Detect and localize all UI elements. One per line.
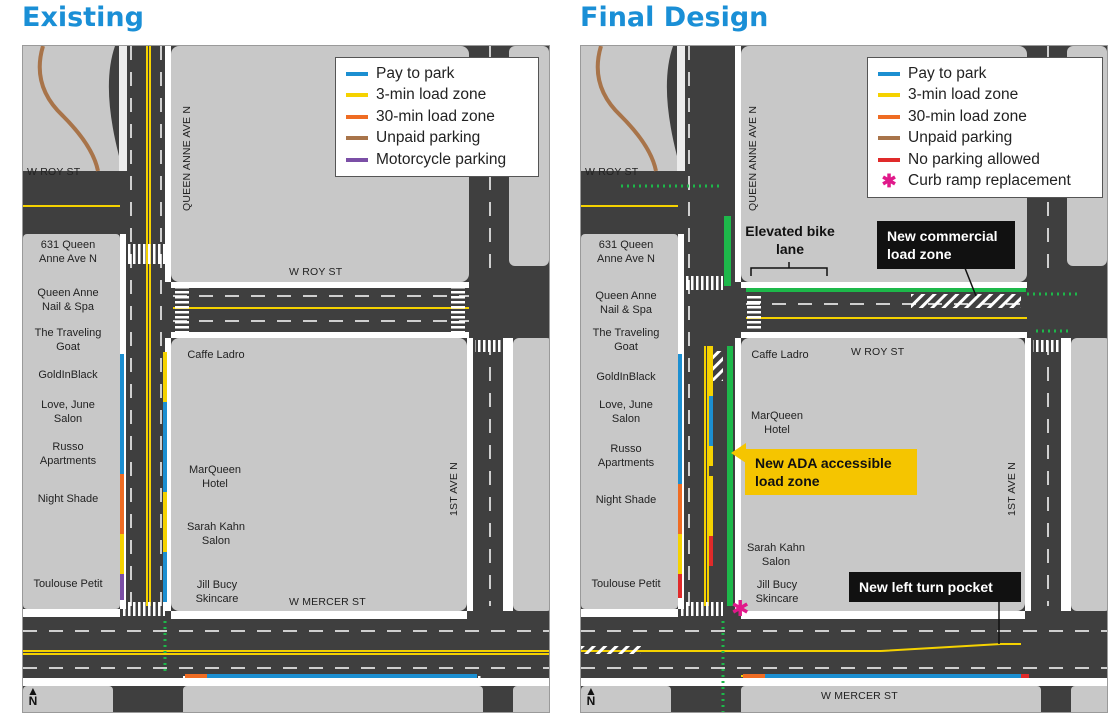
panel-title-existing: Existing (22, 2, 144, 33)
street-1st-ave-n: 1ST AVE N (1006, 462, 1018, 516)
legend-item: No parking allowed (878, 149, 1092, 171)
legend-item: 30-min load zone (878, 106, 1092, 128)
street-w-roy-st: W ROY ST (851, 346, 905, 358)
business-label: Toulouse Petit (591, 578, 661, 590)
business-label: Russo Apartments (597, 443, 655, 469)
street-w-mercer-st: W MERCER ST (289, 596, 366, 608)
business-label: The Traveling Goat (592, 327, 660, 353)
business-label: MarQueen Hotel (189, 464, 241, 490)
business-label: 631 Queen Anne Ave N (597, 239, 655, 265)
street-w-roy-st: W ROY ST (289, 266, 343, 278)
map-existing: W ROY ST QUEEN ANNE AVE N W ROY ST 1ST A… (22, 45, 550, 713)
legend-item: Unpaid parking (346, 128, 528, 150)
swatch-30-min-load (346, 114, 368, 119)
callout-new-commercial-load-zone: New commercial load zone (877, 221, 1015, 269)
swatch-motorcycle-parking (346, 157, 368, 162)
north-arrow: ▲ N (25, 684, 41, 707)
street-w-roy-st-left: W ROY ST (585, 166, 639, 178)
street-w-mercer-st: W MERCER ST (821, 690, 898, 702)
north-arrow: ▲ N (583, 684, 599, 707)
business-label: Sarah Kahn Salon (746, 542, 806, 568)
business-label: Russo Apartments (39, 441, 97, 467)
business-label: Caffe Ladro (751, 349, 809, 361)
callout-new-left-turn-pocket: New left turn pocket (849, 572, 1021, 602)
business-label: Sarah Kahn Salon (186, 521, 246, 547)
business-label: Love, June Salon (41, 399, 95, 425)
business-label: Night Shade (37, 493, 99, 505)
swatch-3-min-load (346, 93, 368, 98)
street-queen-anne-ave-n: QUEEN ANNE AVE N (181, 105, 193, 211)
swatch-unpaid-parking (878, 136, 900, 141)
business-label: Queen Anne Nail & Spa (595, 290, 657, 316)
business-label: Love, June Salon (599, 399, 653, 425)
legend-existing: Pay to park 3-min load zone 30-min load … (335, 57, 539, 177)
legend-item: ✱Curb ramp replacement (878, 171, 1092, 193)
panel-title-final-design: Final Design (580, 2, 769, 33)
business-label: Night Shade (595, 494, 657, 506)
callout-elevated-bike-lane: Elevated bike lane (745, 223, 835, 257)
swatch-pay-to-park (878, 71, 900, 76)
north-arrow-icon: ▲ (585, 684, 597, 698)
swatch-30-min-load (878, 114, 900, 119)
business-label: Caffe Ladro (187, 349, 245, 361)
legend-final-design: Pay to park 3-min load zone 30-min load … (867, 57, 1103, 198)
swatch-no-parking (878, 157, 900, 162)
legend-item: 30-min load zone (346, 106, 528, 128)
swatch-pay-to-park (346, 71, 368, 76)
swatch-unpaid-parking (346, 136, 368, 141)
street-1st-ave-n: 1ST AVE N (448, 462, 460, 516)
legend-item: Pay to park (878, 63, 1092, 85)
map-final-design: ✱ W ROY ST QUEEN ANNE AVE N W ROY ST 1ST… (580, 45, 1108, 713)
svg-text:✱: ✱ (731, 597, 749, 622)
business-label: Queen Anne Nail & Spa (37, 287, 99, 313)
street-queen-anne-ave-n: QUEEN ANNE AVE N (747, 105, 759, 211)
business-label: 631 Queen Anne Ave N (39, 239, 97, 265)
callout-new-ada-load-zone: New ADA accessible load zone (745, 449, 917, 495)
north-arrow-icon: ▲ (27, 684, 39, 698)
legend-item: Unpaid parking (878, 128, 1092, 150)
asterisk-icon: ✱ (881, 170, 897, 191)
legend-item: 3-min load zone (878, 85, 1092, 107)
business-label: GoldInBlack (38, 369, 98, 381)
business-label: The Traveling Goat (34, 327, 102, 353)
street-w-roy-st-left: W ROY ST (27, 166, 81, 178)
swatch-3-min-load (878, 93, 900, 98)
business-label: MarQueen Hotel (751, 410, 803, 436)
business-label: Toulouse Petit (33, 578, 103, 590)
legend-item: 3-min load zone (346, 85, 528, 107)
business-label: Jill Bucy Skincare (755, 579, 799, 605)
business-label: GoldInBlack (596, 371, 656, 383)
business-label: Jill Bucy Skincare (195, 579, 239, 605)
legend-item: Motorcycle parking (346, 149, 528, 171)
legend-item: Pay to park (346, 63, 528, 85)
